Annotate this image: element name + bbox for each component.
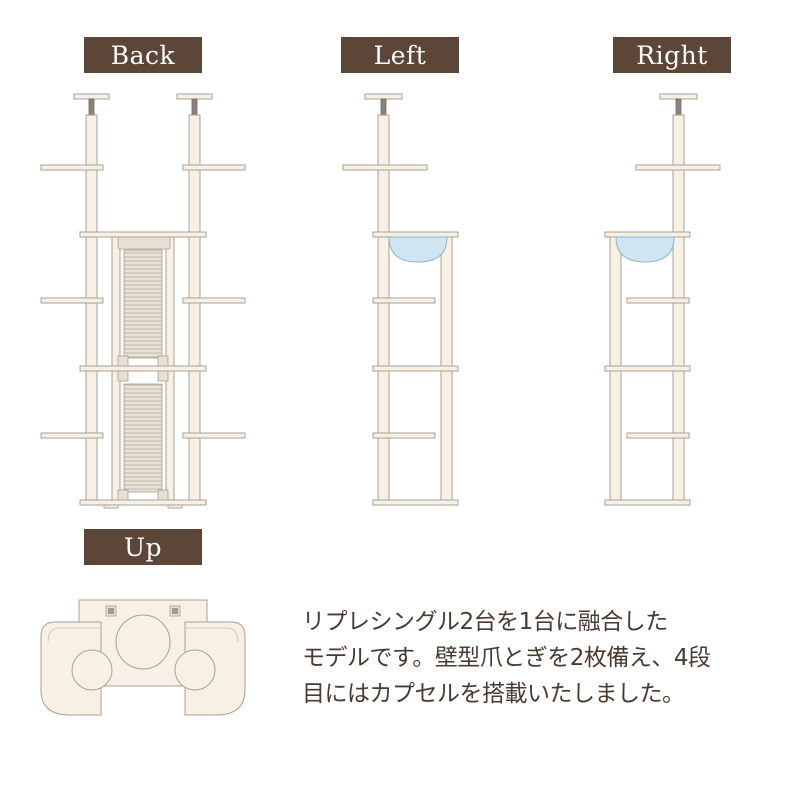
description-line-3: 目にはカプセルを搭載いたしました。	[302, 681, 685, 707]
back-bracket	[117, 355, 129, 367]
back-bracket	[157, 489, 169, 501]
right-adjuster	[675, 98, 682, 116]
up-shelf-left	[40, 621, 102, 716]
back-shelf	[40, 297, 104, 304]
left-view-drawing	[342, 93, 459, 506]
back-bracket	[157, 355, 169, 367]
back-bracket	[157, 370, 169, 382]
left-adjuster	[380, 98, 387, 116]
right-shelf	[635, 164, 721, 171]
back-scratch-panel-upper	[123, 249, 163, 359]
left-shelf	[372, 432, 436, 439]
left-post-main	[377, 114, 390, 504]
right-shelf	[604, 365, 691, 372]
view-label-back: Back	[84, 37, 202, 73]
back-bracket	[117, 489, 129, 501]
back-top-plate-left	[73, 93, 110, 100]
back-top-plate-right	[176, 93, 213, 100]
back-shelf	[40, 164, 104, 171]
view-label-left: Left	[341, 37, 459, 73]
back-shelf	[40, 432, 104, 439]
back-base-board	[79, 499, 207, 506]
left-shelf	[372, 297, 436, 304]
right-view-drawing	[604, 93, 721, 506]
right-capsule	[615, 236, 675, 263]
product-description: リプレシングル2台を1台に融合した モデルです。壁型爪とぎを2枚備え、4段 目に…	[302, 604, 772, 712]
view-label-up: Up	[84, 529, 202, 565]
right-shelf	[626, 297, 690, 304]
back-bracket	[117, 370, 129, 382]
back-foot	[167, 504, 183, 509]
left-top-plate	[364, 93, 403, 100]
left-shelf	[372, 365, 459, 372]
back-shelf	[182, 297, 246, 304]
back-shelf	[182, 432, 246, 439]
back-foot	[103, 504, 119, 509]
description-line-2: モデルです。壁型爪とぎを2枚備え、4段	[302, 645, 711, 671]
right-top-plate	[659, 93, 698, 100]
back-shelf	[182, 164, 246, 171]
right-capsule-shelf	[604, 231, 691, 238]
view-label-right: Right	[613, 37, 731, 73]
back-wide-shelf	[79, 231, 207, 238]
left-capsule-shelf	[372, 231, 459, 238]
back-post-right	[188, 114, 201, 504]
right-post-main	[672, 114, 685, 504]
left-shelf	[342, 164, 428, 171]
up-post-left	[71, 649, 113, 691]
left-base-board	[372, 499, 459, 506]
up-view-drawing	[40, 599, 246, 716]
description-line-1: リプレシングル2台を1台に融合した	[302, 609, 668, 635]
up-post-right	[174, 649, 216, 691]
back-adjuster-left	[88, 98, 95, 116]
left-capsule	[388, 236, 448, 263]
back-scratch-panel-lower	[123, 383, 163, 493]
back-view-drawing	[40, 93, 246, 509]
right-shelf	[626, 432, 690, 439]
back-post-left	[85, 114, 98, 504]
back-capsule-edge	[117, 236, 171, 250]
right-base-board	[604, 499, 691, 506]
up-capsule-hole	[115, 614, 171, 670]
back-adjuster-right	[191, 98, 198, 116]
back-wide-shelf	[79, 365, 207, 372]
